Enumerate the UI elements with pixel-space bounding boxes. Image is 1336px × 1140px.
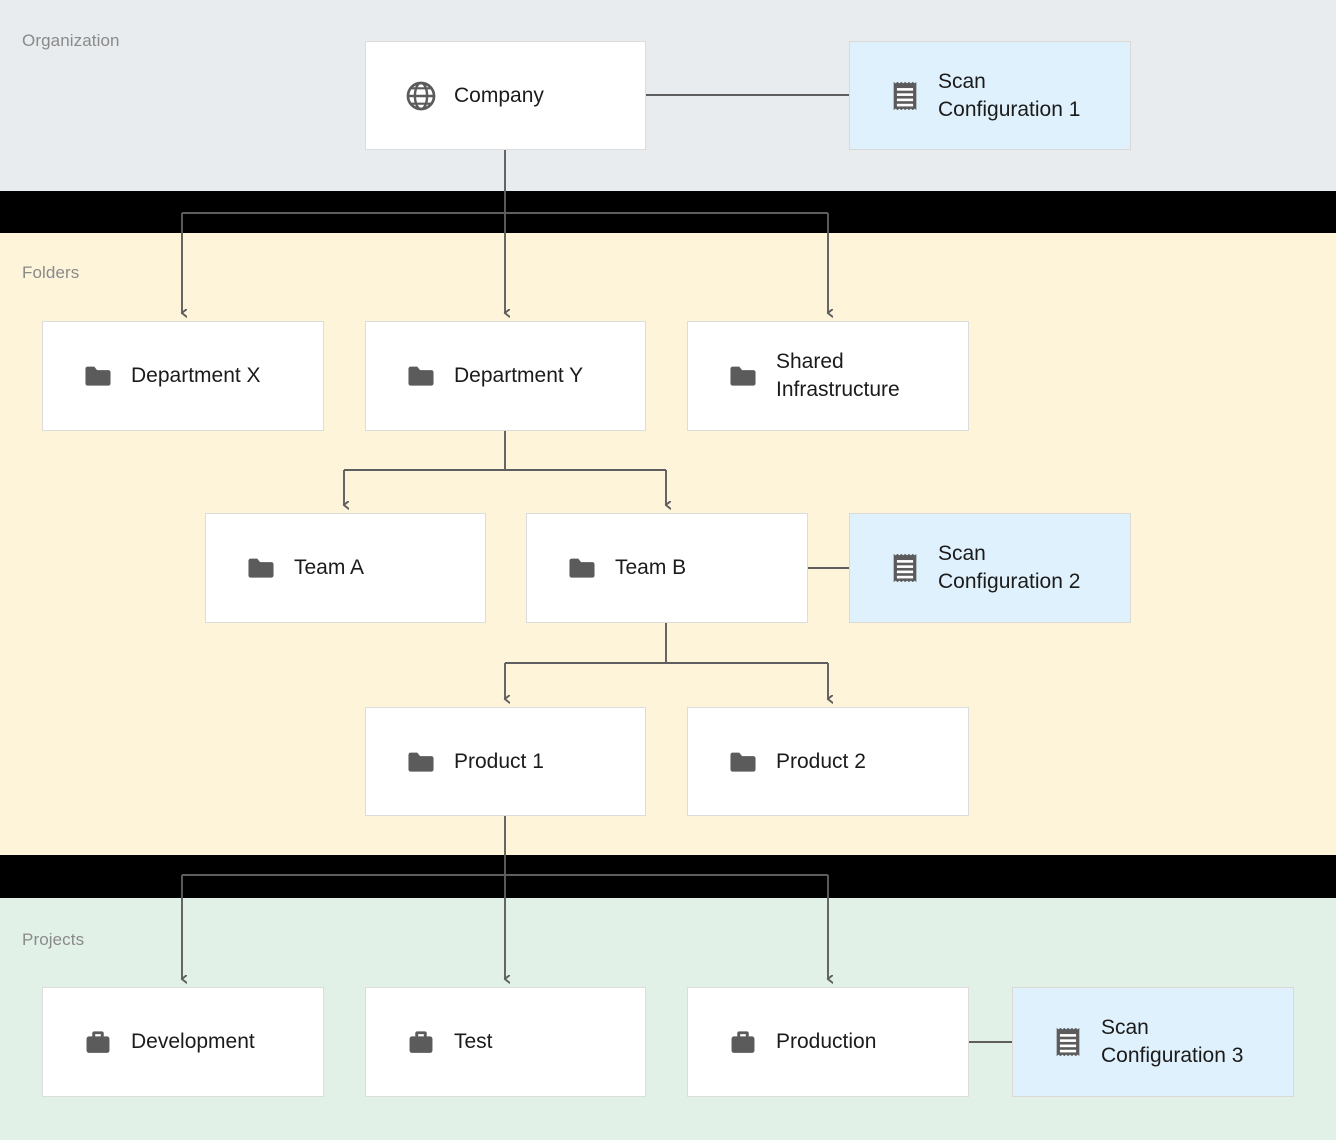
- node-scan-configuration-1[interactable]: Scan Configuration 1: [849, 41, 1131, 150]
- band-organization: [0, 0, 1336, 191]
- node-label-team-a: Team A: [294, 556, 365, 580]
- folder-icon: [565, 551, 599, 585]
- folder-icon: [726, 359, 760, 393]
- folder-icon: [244, 551, 278, 585]
- node-label-test: Test: [454, 1030, 493, 1054]
- node-test[interactable]: Test: [365, 987, 646, 1097]
- node-product-2[interactable]: Product 2: [687, 707, 969, 816]
- band-label-folders: Folders: [22, 263, 80, 282]
- node-label-department-y: Department Y: [454, 364, 584, 388]
- node-label-product-1: Product 1: [454, 749, 544, 773]
- node-label-development: Development: [131, 1030, 255, 1054]
- node-scan-configuration-3[interactable]: Scan Configuration 3: [1012, 987, 1294, 1097]
- folder-icon: [726, 745, 760, 779]
- briefcase-icon: [404, 1025, 438, 1059]
- node-development[interactable]: Development: [42, 987, 324, 1097]
- receipt-icon: [1051, 1025, 1085, 1059]
- folder-icon: [81, 359, 115, 393]
- node-product-1[interactable]: Product 1: [365, 707, 646, 816]
- receipt-icon: [888, 551, 922, 585]
- node-label-product-2: Product 2: [776, 749, 866, 773]
- node-company[interactable]: Company: [365, 41, 646, 150]
- node-label-scan-configuration-2: Scan Configuration 2: [938, 542, 1081, 593]
- node-department-y[interactable]: Department Y: [365, 321, 646, 431]
- band-label-projects: Projects: [22, 930, 85, 949]
- receipt-icon: [888, 79, 922, 113]
- folder-icon: [404, 745, 438, 779]
- globe-icon: [404, 79, 438, 113]
- briefcase-icon: [81, 1025, 115, 1059]
- node-label-shared-infrastructure: Shared Infrastructure: [776, 350, 900, 401]
- band-label-organization: Organization: [22, 31, 120, 50]
- briefcase-icon: [726, 1025, 760, 1059]
- node-production[interactable]: Production: [687, 987, 969, 1097]
- node-label-scan-configuration-1: Scan Configuration 1: [938, 69, 1081, 121]
- node-label-production: Production: [776, 1030, 877, 1054]
- node-scan-configuration-2[interactable]: Scan Configuration 2: [849, 513, 1131, 623]
- node-label-scan-configuration-3: Scan Configuration 3: [1101, 1016, 1244, 1067]
- node-shared-infrastructure[interactable]: Shared Infrastructure: [687, 321, 969, 431]
- node-label-company: Company: [454, 83, 544, 107]
- node-team-b[interactable]: Team B: [526, 513, 808, 623]
- node-label-team-b: Team B: [615, 556, 687, 580]
- folder-icon: [404, 359, 438, 393]
- node-department-x[interactable]: Department X: [42, 321, 324, 431]
- node-label-department-x: Department X: [131, 364, 261, 388]
- node-team-a[interactable]: Team A: [205, 513, 486, 623]
